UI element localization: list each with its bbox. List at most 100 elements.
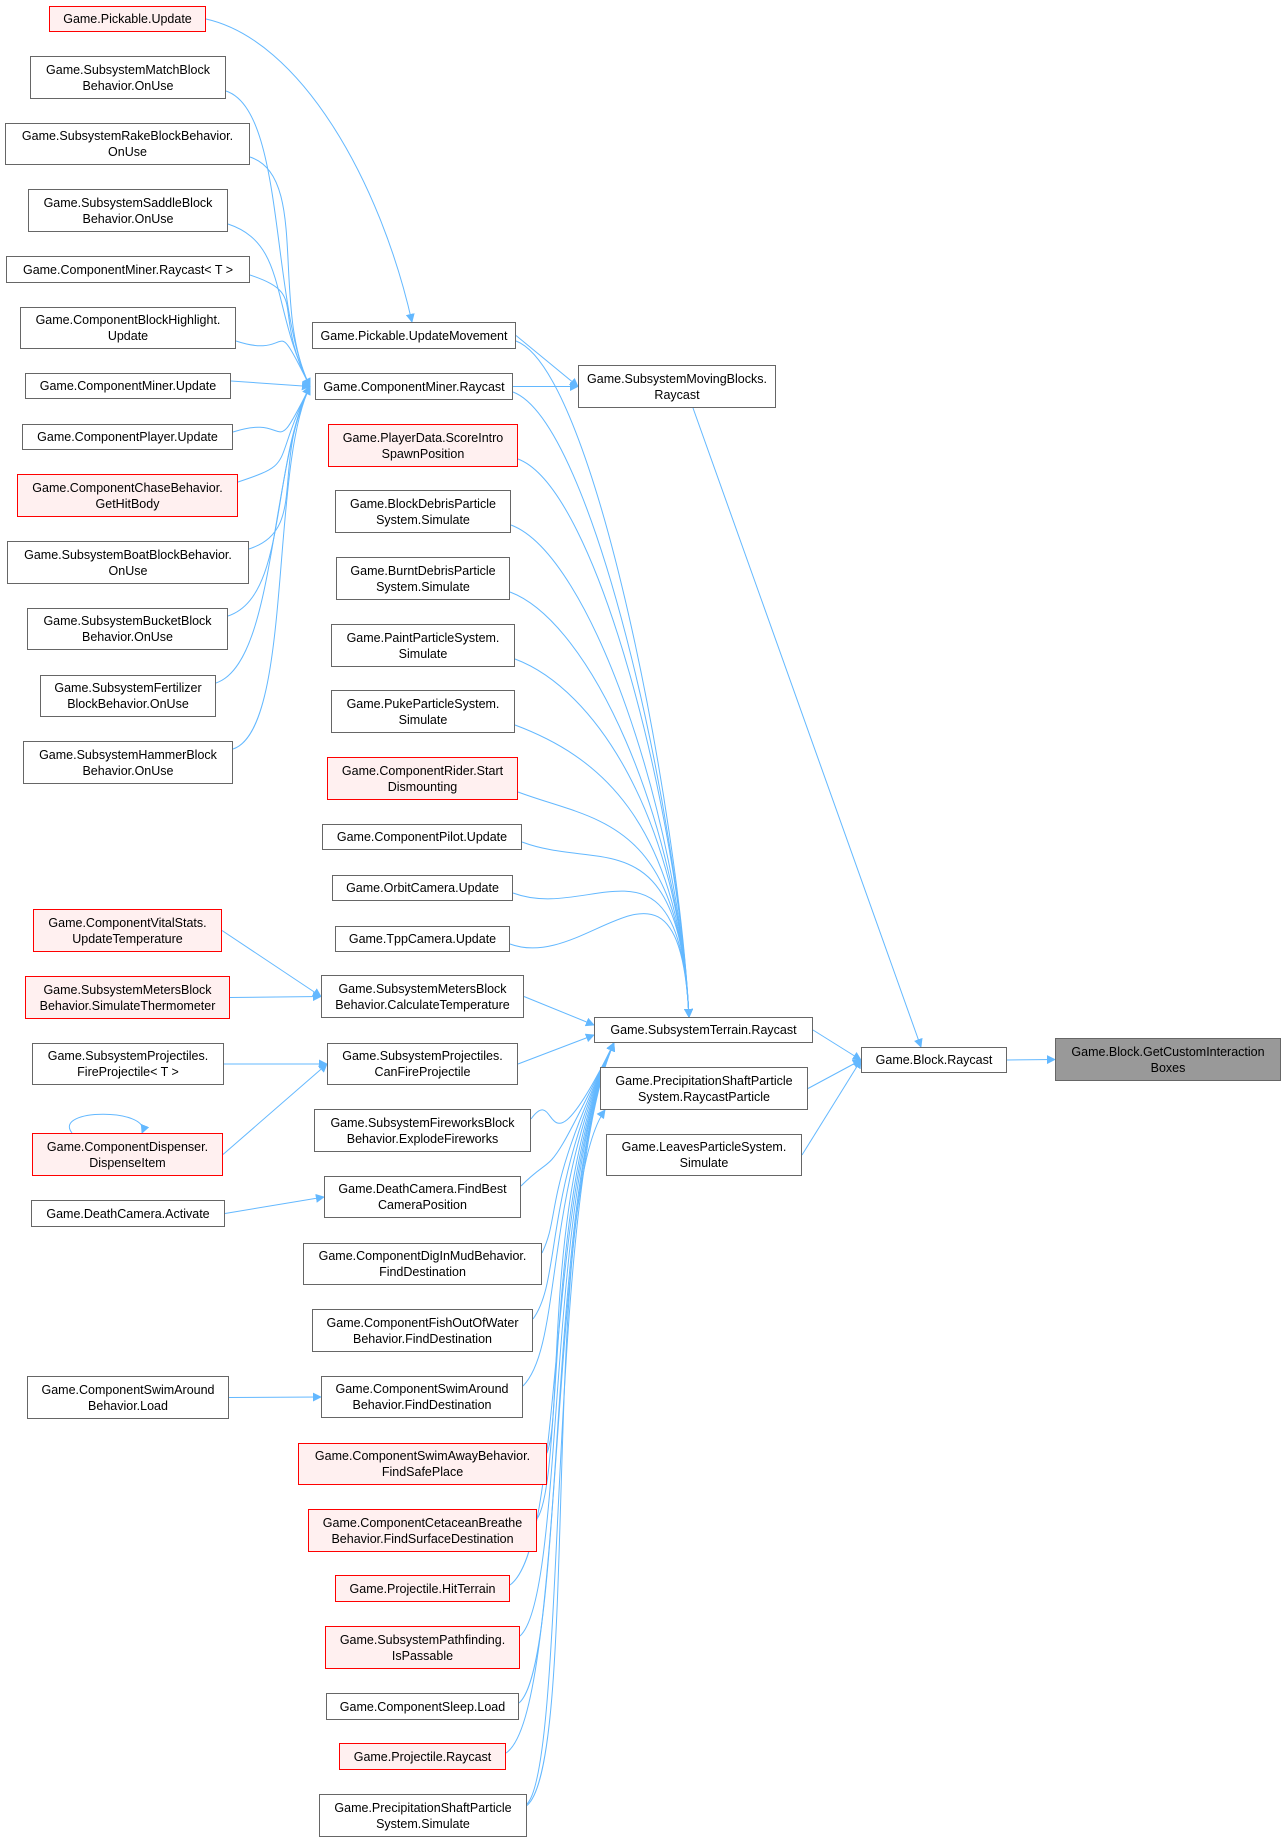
node-label-line: Game.ComponentBlockHighlight. <box>35 313 221 327</box>
node-label-line: Game.SubsystemMetersBlock <box>338 981 507 996</box>
node-label-line: Behavior.OnUse <box>81 630 174 644</box>
node-label-line: Game.PlayerData.ScoreIntro <box>342 430 504 445</box>
graph-node-chase[interactable]: Game.ComponentChaseBehavior.GetHitBody <box>17 474 238 517</box>
node-label-line: System.Simulate <box>376 579 470 594</box>
node-label-line: Game.ComponentMiner.Raycast< T > <box>22 262 234 277</box>
node-label-line: Simulate <box>398 712 448 727</box>
graph-node-leaves[interactable]: Game.LeavesParticleSystem.Simulate <box>606 1134 802 1176</box>
edge-rider-to-terrain <box>517 791 694 1018</box>
node-label-line: Game.SubsystemFireworksBlock <box>330 1115 515 1130</box>
graph-node-miner-raycast[interactable]: Game.ComponentMiner.Raycast <box>315 373 513 400</box>
edge-orbit-to-terrain <box>512 890 694 1018</box>
edge-pick_update-to-updatemovement <box>205 18 415 323</box>
node-label-line: Game.PukeParticleSystem. <box>346 696 500 711</box>
graph-node-hitterrain[interactable]: Game.Projectile.HitTerrain <box>335 1575 510 1602</box>
edge-miner_update-to-miner_raycast <box>230 380 311 391</box>
graph-node-pick-update[interactable]: Game.Pickable.Update <box>49 6 206 32</box>
edge-fireworks-to-terrain <box>530 1042 615 1124</box>
graph-node-block-raycast[interactable]: Game.Block.Raycast <box>861 1047 1007 1073</box>
graph-node-tpp[interactable]: Game.TppCamera.Update <box>335 926 510 952</box>
graph-node-orbit[interactable]: Game.OrbitCamera.Update <box>332 875 513 901</box>
node-label-line: Game.Pickable.Update <box>63 12 192 26</box>
graph-node-passable[interactable]: Game.SubsystemPathfinding.IsPassable <box>325 1626 520 1669</box>
edge-sleep-to-terrain <box>518 1042 615 1704</box>
node-label-line: OnUse <box>108 145 147 159</box>
node-label-line: Game.SubsystemRakeBlockBehavior. <box>21 129 234 143</box>
node-label-line: Game.SubsystemProjectiles. <box>342 1049 503 1063</box>
graph-node-swimaway[interactable]: Game.ComponentSwimAwayBehavior.FindSafeP… <box>298 1443 547 1485</box>
node-label-line: Game.ComponentSleep.Load <box>339 1699 506 1714</box>
node-label-line: Behavior.FindSurfaceDestination <box>331 1531 514 1546</box>
node-label-line: OnUse <box>108 563 148 578</box>
graph-node-diginmud[interactable]: Game.ComponentDigInMudBehavior.FindDesti… <box>303 1243 542 1285</box>
edge-rake-to-miner_raycast <box>249 156 311 388</box>
graph-node-fireproj[interactable]: Game.SubsystemProjectiles.FireProjectile… <box>32 1043 224 1085</box>
edge-diginmud-to-terrain <box>541 1042 615 1254</box>
graph-node-movingblocks[interactable]: Game.SubsystemMovingBlocks.Raycast <box>578 365 776 408</box>
node-label-line: Behavior.FindDestination <box>352 1398 492 1412</box>
graph-node-paint[interactable]: Game.PaintParticleSystem.Simulate <box>331 624 515 667</box>
graph-node-canfire[interactable]: Game.SubsystemProjectiles.CanFireProject… <box>327 1043 518 1085</box>
node-label-line: Game.PaintParticleSystem. <box>346 630 500 645</box>
graph-node-boat[interactable]: Game.SubsystemBoatBlockBehavior.OnUse <box>7 541 249 584</box>
edge-chase-to-miner_raycast <box>237 385 311 483</box>
edge-swimaround_find-to-terrain <box>522 1042 615 1387</box>
edge-hammer-to-miner_raycast <box>232 385 311 750</box>
graph-node-pilot[interactable]: Game.ComponentPilot.Update <box>322 824 522 850</box>
edge-terrain-to-block_raycast <box>812 1029 862 1061</box>
graph-node-rake[interactable]: Game.SubsystemRakeBlockBehavior. OnUse <box>5 123 250 165</box>
node-label-line: Simulate <box>679 1156 729 1170</box>
edge-pilot-to-terrain <box>521 841 694 1018</box>
node-label-line: System.RaycastParticle <box>638 1089 770 1104</box>
node-label-line: Game.DeathCamera.FindBest <box>338 1182 507 1196</box>
node-label-line: Game.SubsystemFertilizer <box>54 681 202 695</box>
graph-node-player-update[interactable]: Game.ComponentPlayer.Update <box>22 424 233 450</box>
node-label-line: CameraPosition <box>378 1198 467 1212</box>
node-label-line: Behavior.FindDestination <box>353 1331 492 1346</box>
graph-node-vital[interactable]: Game.ComponentVitalStats.UpdateTemperatu… <box>33 909 222 952</box>
edge-miner_raycast-to-terrain <box>512 391 694 1018</box>
edge-precip_sim-to-raycastparticle <box>526 1109 606 1806</box>
node-label-line: System.Simulate <box>376 1816 470 1831</box>
graph-node-proj-raycast[interactable]: Game.Projectile.Raycast <box>339 1743 506 1770</box>
graph-node-miner-rc-t[interactable]: Game.ComponentMiner.Raycast< T > <box>6 256 250 283</box>
graph-node-updatemovement[interactable]: Game.Pickable.UpdateMovement <box>312 322 516 349</box>
graph-node-death-activate[interactable]: Game.DeathCamera.Activate <box>31 1200 225 1227</box>
node-label-line: FindDestination <box>379 1265 466 1279</box>
graph-node-highlight[interactable]: Game.ComponentBlockHighlight. Update <box>20 307 236 349</box>
node-label-line: Simulate <box>398 646 448 661</box>
graph-node-miner-update[interactable]: Game.ComponentMiner.Update <box>25 373 231 399</box>
graph-node-puke[interactable]: Game.PukeParticleSystem.Simulate <box>331 690 515 733</box>
graph-node-terrain[interactable]: Game.SubsystemTerrain.Raycast <box>594 1017 813 1043</box>
graph-node-sleep[interactable]: Game.ComponentSleep.Load <box>326 1693 519 1720</box>
node-label-line: Update <box>107 329 149 343</box>
graph-node-dispense[interactable]: Game.ComponentDispenser.DispenseItem <box>32 1133 223 1176</box>
edge-puke-to-terrain <box>514 724 694 1018</box>
node-label-line: Raycast <box>654 387 700 402</box>
node-label-line: Game.SubsystemMetersBlock <box>43 982 212 997</box>
edge-death_activate-to-findbest <box>224 1193 325 1214</box>
node-label-line: Behavior.Load <box>88 1398 168 1413</box>
edge-movingblocks-to-block_raycast <box>692 407 923 1048</box>
node-label-line: Game.SubsystemProjectiles. <box>47 1049 209 1063</box>
